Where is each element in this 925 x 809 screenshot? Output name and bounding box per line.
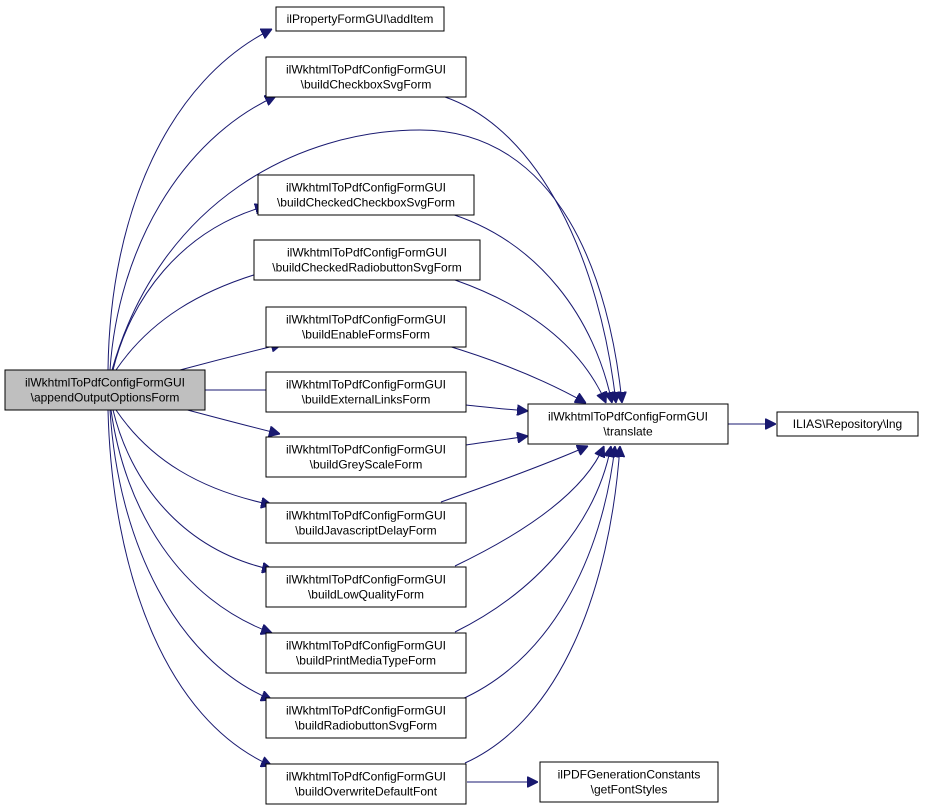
edge-lowQuality-translate	[454, 446, 604, 567]
node-checkedRadio[interactable]: ilWkhtmlToPdfConfigFormGUI\buildCheckedR…	[253, 239, 481, 281]
edge-root-translate	[111, 129, 622, 403]
node-overwriteFont[interactable]: ilWkhtmlToPdfConfigFormGUI\buildOverwrit…	[265, 763, 467, 805]
node-label-line: ilWkhtmlToPdfConfigFormGUI	[287, 246, 447, 260]
edge-root-printMedia	[110, 409, 272, 633]
edge-checkedCheckbox-translate	[444, 211, 612, 403]
edge-radio-translate	[459, 446, 615, 701]
node-label-line: \buildJavascriptDelayForm	[295, 524, 436, 538]
node-label-line: ilWkhtmlToPdfConfigFormGUI	[286, 443, 446, 457]
node-label-line: \buildRadiobuttonSvgForm	[295, 719, 437, 733]
edge-greyScale-translate	[465, 436, 528, 446]
node-jsDelay[interactable]: ilWkhtmlToPdfConfigFormGUI\buildJavascri…	[265, 502, 467, 544]
node-box	[265, 56, 467, 98]
node-label-line: \appendOutputOptionsForm	[31, 391, 180, 405]
node-label-line: ilWkhtmlToPdfConfigFormGUI	[286, 181, 446, 195]
edge-overwriteFont-translate	[464, 446, 620, 764]
node-label-line: \buildPrintMediaTypeForm	[296, 654, 436, 668]
node-fontStyles[interactable]: ilPDFGenerationConstants\getFontStyles	[539, 761, 719, 803]
node-label-line: ilWkhtmlToPdfConfigFormGUI	[25, 376, 185, 390]
node-box	[265, 436, 467, 478]
edge-root-addItem	[107, 29, 272, 371]
node-label-line: ilWkhtmlToPdfConfigFormGUI	[286, 509, 446, 523]
node-label-line: \buildOverwriteDefaultFont	[295, 785, 438, 799]
node-box	[265, 566, 467, 608]
node-lowQuality[interactable]: ilWkhtmlToPdfConfigFormGUI\buildLowQuali…	[265, 566, 467, 608]
node-label-line: \buildCheckedCheckboxSvgForm	[277, 196, 455, 210]
node-box	[265, 371, 467, 413]
node-box	[265, 306, 467, 348]
edge-jsDelay-translate	[440, 446, 588, 503]
edge-root-greyScale	[179, 407, 280, 434]
edge-root-radio	[109, 409, 272, 700]
node-label-line: \buildGreyScaleForm	[310, 458, 423, 472]
node-label-line: \buildExternalLinksForm	[302, 393, 431, 407]
node-label-line: \translate	[603, 425, 653, 439]
edge-checkedRadio-translate	[454, 279, 606, 403]
node-label-line: ilPDFGenerationConstants	[558, 768, 701, 782]
node-label-line: \getFontStyles	[591, 783, 668, 797]
edge-externalLinks-translate	[465, 404, 528, 411]
node-printMedia[interactable]: ilWkhtmlToPdfConfigFormGUI\buildPrintMed…	[265, 632, 467, 674]
edge-checkbox-translate	[444, 96, 616, 403]
edge-printMedia-translate	[454, 446, 611, 633]
edges	[107, 29, 776, 782]
node-enableForms[interactable]: ilWkhtmlToPdfConfigFormGUI\buildEnableFo…	[265, 306, 467, 348]
node-label-line: \buildCheckedRadiobuttonSvgForm	[272, 261, 461, 275]
node-label-line: ilWkhtmlToPdfConfigFormGUI	[286, 704, 446, 718]
node-box	[265, 763, 467, 805]
node-label-line: \buildCheckboxSvgForm	[301, 78, 432, 92]
node-greyScale[interactable]: ilWkhtmlToPdfConfigFormGUI\buildGreyScal…	[265, 436, 467, 478]
edge-root-jsDelay	[115, 409, 272, 505]
node-box	[265, 502, 467, 544]
node-label-line: ilPropertyFormGUI\addItem	[287, 12, 434, 26]
edge-root-overwriteFont	[107, 409, 272, 766]
edge-enableForms-translate	[444, 344, 586, 403]
node-label-line: ilWkhtmlToPdfConfigFormGUI	[286, 378, 446, 392]
edge-root-checkbox	[109, 96, 276, 371]
node-label-line: ILIAS\Repository\lng	[793, 417, 902, 431]
node-box	[265, 632, 467, 674]
node-label-line: ilWkhtmlToPdfConfigFormGUI	[286, 313, 446, 327]
node-box	[527, 403, 729, 445]
node-label-line: \buildLowQualityForm	[308, 588, 424, 602]
node-label-line: ilWkhtmlToPdfConfigFormGUI	[286, 770, 446, 784]
node-root[interactable]: ilWkhtmlToPdfConfigFormGUI\appendOutputO…	[4, 369, 206, 411]
node-box	[539, 761, 719, 803]
node-translate[interactable]: ilWkhtmlToPdfConfigFormGUI\translate	[527, 403, 729, 445]
node-box	[257, 174, 475, 216]
node-checkedCheckbox[interactable]: ilWkhtmlToPdfConfigFormGUI\buildCheckedC…	[257, 174, 475, 216]
node-label-line: ilWkhtmlToPdfConfigFormGUI	[548, 410, 708, 424]
node-checkbox[interactable]: ilWkhtmlToPdfConfigFormGUI\buildCheckbox…	[265, 56, 467, 98]
node-radio[interactable]: ilWkhtmlToPdfConfigFormGUI\buildRadiobut…	[265, 697, 467, 739]
edge-root-lowQuality	[112, 409, 273, 570]
node-box	[776, 411, 919, 437]
edge-root-checkedRadio	[115, 271, 267, 371]
nodes: ilWkhtmlToPdfConfigFormGUI\appendOutputO…	[4, 6, 919, 805]
node-lng[interactable]: ILIAS\Repository\lng	[776, 411, 919, 437]
node-externalLinks[interactable]: ilWkhtmlToPdfConfigFormGUI\buildExternal…	[265, 371, 467, 413]
node-box	[275, 6, 445, 32]
node-label-line: ilWkhtmlToPdfConfigFormGUI	[286, 639, 446, 653]
node-addItem[interactable]: ilPropertyFormGUI\addItem	[275, 6, 445, 32]
node-label-line: ilWkhtmlToPdfConfigFormGUI	[286, 573, 446, 587]
node-box	[4, 369, 206, 411]
node-box	[253, 239, 481, 281]
edge-root-checkedCheckbox	[112, 206, 266, 371]
node-box	[265, 697, 467, 739]
node-label-line: \buildEnableFormsForm	[302, 328, 430, 342]
edge-root-enableForms	[179, 344, 282, 371]
node-label-line: ilWkhtmlToPdfConfigFormGUI	[286, 63, 446, 77]
